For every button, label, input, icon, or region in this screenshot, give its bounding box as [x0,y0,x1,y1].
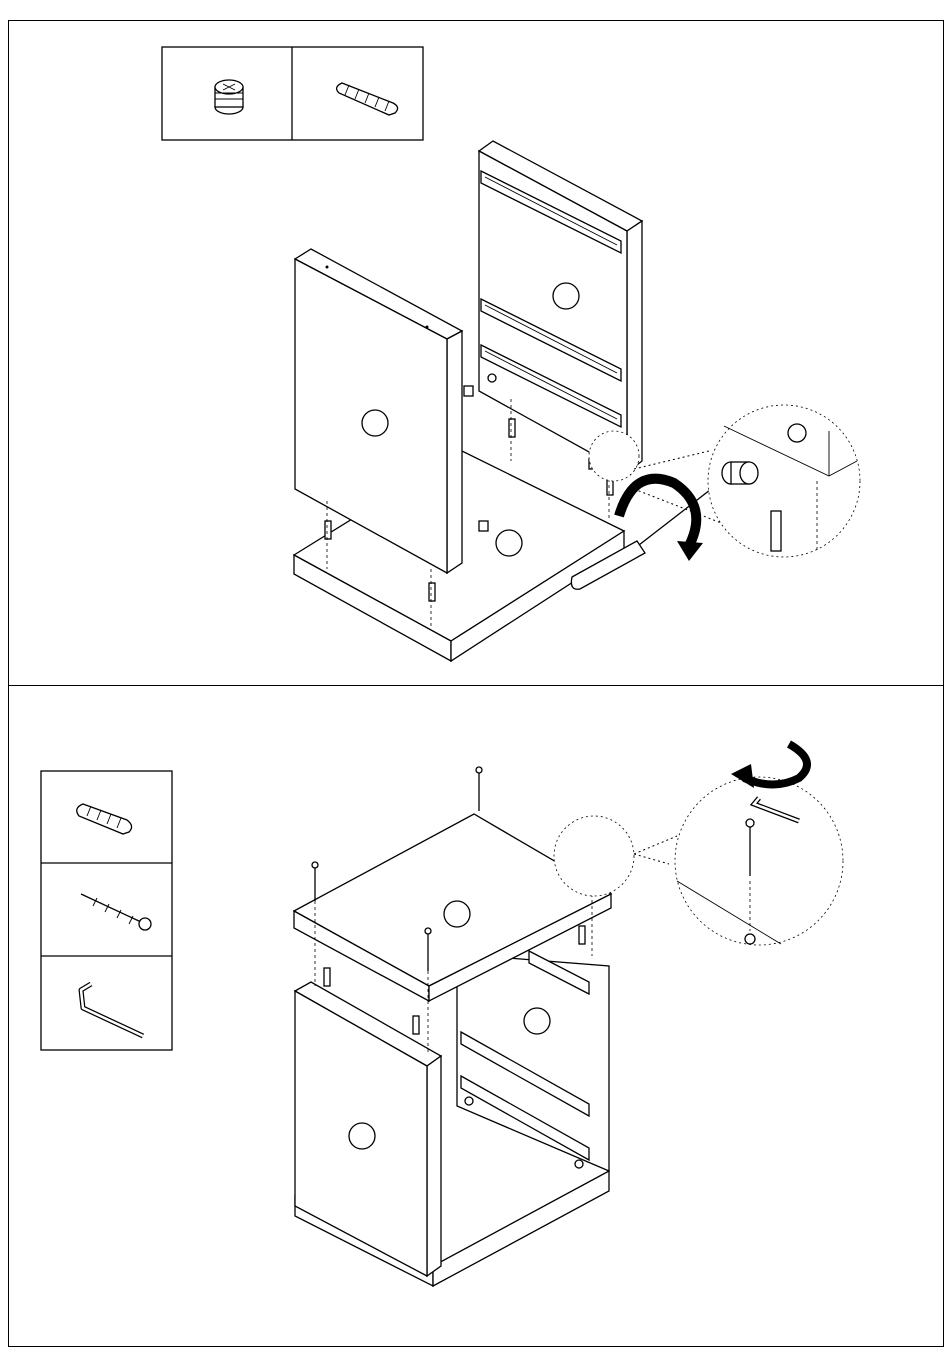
dowel-icon [579,926,585,944]
step-1-panel [8,20,944,686]
dowel-icon [324,968,330,986]
cam-lock-icon [479,521,488,531]
step-1-diagram [9,21,945,687]
side-panel [295,249,462,573]
step-1-parts-box [162,47,423,140]
top-panel-label-circle [444,901,470,927]
dowel-icon [771,511,781,551]
step-2-parts-box [41,771,172,1050]
dowel-icon [413,1016,419,1034]
back-panel-label-circle [553,283,579,309]
assembled-carcass [295,951,609,1286]
side-panel-label-circle [362,410,388,436]
dowel-icon [509,419,515,437]
dowel-icon [325,521,331,539]
screw-icon [312,862,318,901]
side-panel-label-circle [349,1123,375,1149]
dowel-icon [429,583,435,601]
back-panel [479,141,642,473]
cam-lock-icon [722,462,758,484]
screw-icon [476,767,482,811]
base-panel-label-circle [496,530,522,556]
step-2-diagram [9,686,945,1348]
back-panel-label-circle [524,1008,550,1034]
cam-lock-icon [464,386,473,396]
step-2-panel [8,685,944,1347]
cam-lock-icon [215,80,243,114]
step-2-detail-callout [554,777,843,945]
